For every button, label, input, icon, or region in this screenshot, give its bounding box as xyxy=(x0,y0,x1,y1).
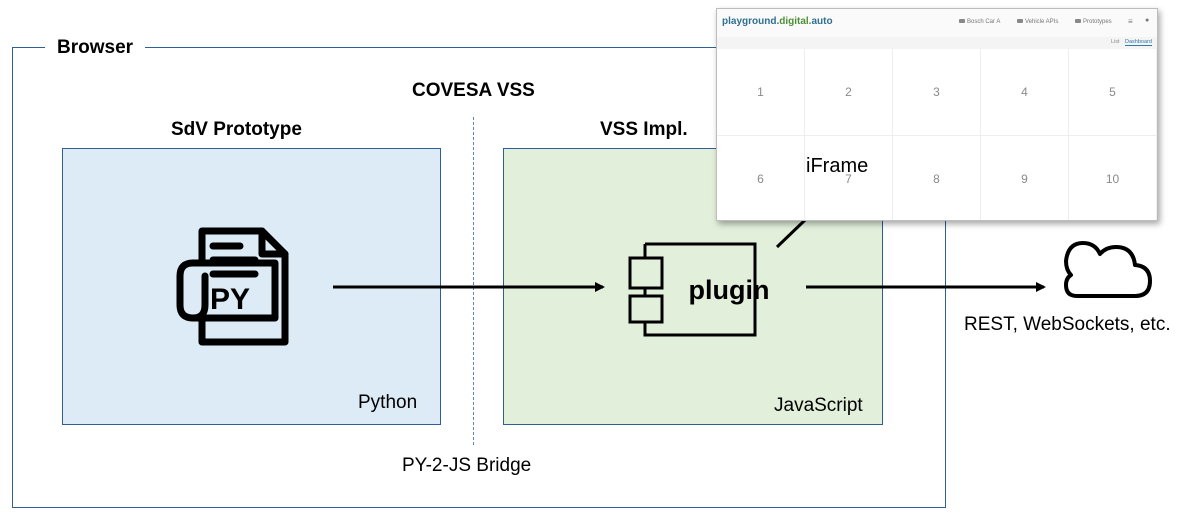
car-icon xyxy=(959,19,965,24)
browser-label: Browser xyxy=(45,36,146,60)
app-header: playground.digital.auto Bosch Car A Vehi… xyxy=(717,9,1157,37)
nav-vehicle-apis[interactable]: Vehicle APIs xyxy=(1017,19,1058,25)
nav-prototypes-label: Prototypes xyxy=(1083,19,1112,25)
brand-part-2: digital. xyxy=(779,16,812,27)
iframe-label: iFrame xyxy=(806,155,869,177)
nav-bosch-car[interactable]: Bosch Car A xyxy=(959,19,1000,25)
app-brand[interactable]: playground.digital.auto xyxy=(722,16,833,27)
brand-part-1: playground. xyxy=(722,16,780,27)
dashboard-cell[interactable]: 8 xyxy=(893,136,981,220)
brand-part-3: auto xyxy=(811,16,833,27)
prototype-icon xyxy=(1075,19,1081,24)
dashboard-cell[interactable]: 2 xyxy=(805,49,893,136)
browser-frame xyxy=(12,47,946,508)
nav-bosch-car-label: Bosch Car A xyxy=(967,19,1001,25)
user-icon[interactable]: ● xyxy=(1145,17,1150,24)
list-icon xyxy=(1017,19,1023,24)
view-tabs-bar: List Dashboard xyxy=(717,37,1157,49)
nav-prototypes[interactable]: Prototypes xyxy=(1075,19,1112,25)
python-box xyxy=(62,148,441,425)
dashboard-cell[interactable]: 6 xyxy=(717,136,805,220)
covesa-title: COVESA VSS xyxy=(412,80,535,101)
dashboard-cell[interactable]: 9 xyxy=(981,136,1069,220)
dashboard-cell[interactable]: 4 xyxy=(981,49,1069,136)
bridge-divider xyxy=(473,117,474,445)
dashboard-cell[interactable]: 10 xyxy=(1069,136,1157,220)
dashboard-cell[interactable]: 1 xyxy=(717,49,805,136)
dashboard-cell[interactable]: 5 xyxy=(1069,49,1157,136)
cloud-icon xyxy=(1064,241,1152,298)
javascript-language-label: JavaScript xyxy=(774,395,863,416)
tab-dashboard[interactable]: Dashboard xyxy=(1125,39,1152,46)
dashboard-cell[interactable]: 3 xyxy=(893,49,981,136)
dashboard-cell[interactable]: 7 xyxy=(805,136,893,220)
sdv-prototype-title: SdV Prototype xyxy=(171,119,302,140)
python-language-label: Python xyxy=(358,392,418,413)
external-protocols-label: REST, WebSockets, etc. xyxy=(964,314,1171,335)
bridge-label: PY-2-JS Bridge xyxy=(402,455,532,476)
nav-vehicle-apis-label: Vehicle APIs xyxy=(1025,19,1059,25)
vss-impl-title: VSS Impl. xyxy=(600,119,688,140)
iframe-window: playground.digital.auto Bosch Car A Vehi… xyxy=(716,8,1158,221)
menu-icon[interactable]: ≡ xyxy=(1128,17,1133,26)
tab-list[interactable]: List xyxy=(1111,39,1120,45)
